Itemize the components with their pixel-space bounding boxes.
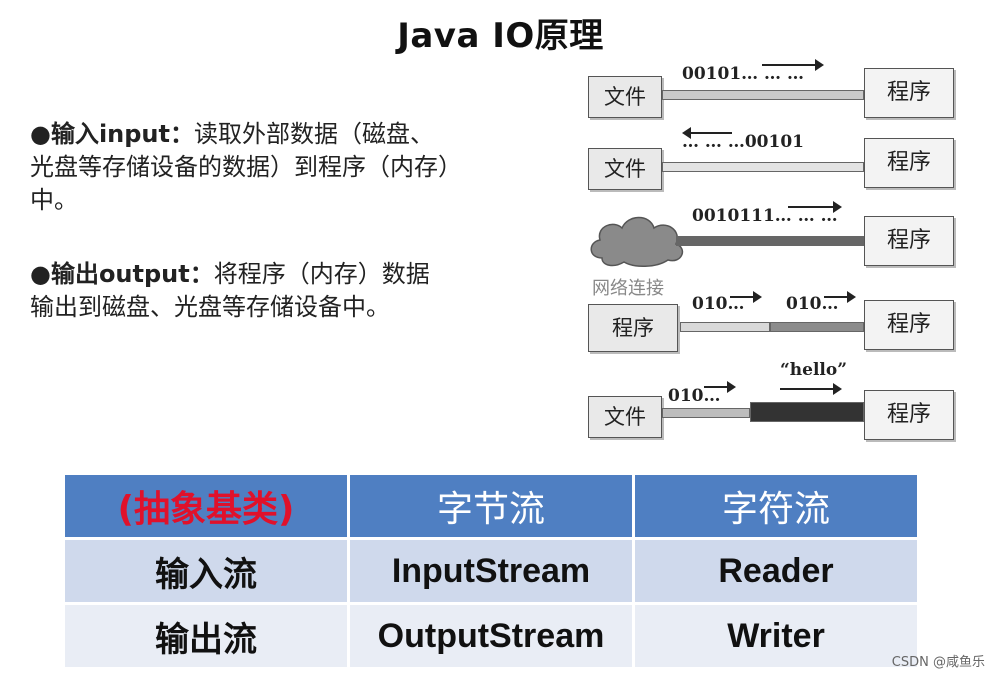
right-arrow-icon: [788, 201, 842, 213]
right-arrow-icon: [780, 383, 842, 395]
diagram-row-output: 文件 … … …00101 程序: [584, 127, 964, 202]
stream-pipe: [676, 236, 864, 246]
stream-pipe: [662, 408, 750, 418]
stream-pipe: [770, 322, 864, 332]
program-box: 程序: [864, 138, 954, 188]
table-header-cell: 字节流: [347, 472, 635, 540]
stream-pipe: [680, 322, 770, 332]
program-box: 程序: [864, 300, 954, 350]
right-arrow-icon: [730, 291, 762, 303]
network-label: 网络连接: [592, 278, 664, 299]
left-arrow-icon: [682, 127, 732, 139]
output-bullet: ●输出output：将程序（内存）数据输出到磁盘、光盘等存储设备中。: [30, 258, 450, 324]
bits-label: … … …00101: [682, 132, 804, 152]
stream-pipe: [662, 162, 864, 172]
input-bullet-head: ●输入input：: [30, 120, 194, 148]
table-cell: Reader: [632, 537, 920, 605]
diagram-row-program-to-program: 程序 010… 010… 程序: [584, 291, 964, 362]
bits-label: 010…: [786, 294, 839, 314]
table-header-row: (抽象基类) 字节流 字符流: [62, 472, 920, 540]
table-cell: 输入流: [62, 537, 350, 605]
bits-label: 010…: [692, 294, 745, 314]
file-box: 文件: [588, 76, 662, 118]
program-box: 程序: [588, 304, 678, 352]
right-arrow-icon: [704, 381, 736, 393]
table-cell: 输出流: [62, 602, 350, 670]
table-header-cell: 字符流: [632, 472, 920, 540]
bits-label: 010…: [668, 386, 721, 406]
output-bullet-head: ●输出output：: [30, 260, 214, 288]
page-title: Java IO原理: [397, 16, 604, 56]
file-box: 文件: [588, 396, 662, 438]
stream-pipe: [662, 90, 864, 100]
table-cell: Writer: [632, 602, 920, 670]
cloud-icon: [590, 216, 684, 267]
bits-label: 00101… … …: [682, 64, 804, 84]
right-arrow-icon: [824, 291, 856, 303]
file-box: 文件: [588, 148, 662, 190]
diagram-row-input: 文件 00101… … … 程序: [584, 59, 964, 132]
watermark: CSDN @咸鱼乐: [891, 655, 985, 670]
input-bullet: ●输入input：读取外部数据（磁盘、光盘等存储设备的数据）到程序（内存）中。: [30, 118, 450, 217]
table-row: 输入流 InputStream Reader: [62, 537, 920, 605]
table-row: 输出流 OutputStream Writer: [62, 602, 920, 670]
output-bullet-text: 将程序（内存）数据输出到磁盘、光盘等存储设备中。: [30, 260, 430, 321]
table-cell: InputStream: [347, 537, 635, 605]
program-box: 程序: [864, 216, 954, 266]
diagram-row-network: 0010111… … … 程序 网络连接: [584, 201, 964, 299]
program-box: 程序: [864, 390, 954, 440]
io-stream-table: (抽象基类) 字节流 字符流 输入流 InputStream Reader 输出…: [62, 472, 920, 670]
table-cell: OutputStream: [347, 602, 635, 670]
program-box: 程序: [864, 68, 954, 118]
diagram-row-hello: 文件 010… “hello” 程序: [584, 360, 964, 440]
stream-pipe: [750, 402, 864, 422]
hello-label: “hello”: [780, 360, 847, 380]
table-header-cell: (抽象基类): [62, 472, 350, 540]
io-diagram: 文件 00101… … … 程序 文件 … … …00101 程序 001011…: [584, 52, 964, 442]
input-bullet-text: 读取外部数据（磁盘、光盘等存储设备的数据）到程序（内存）中。: [30, 120, 450, 214]
right-arrow-icon: [762, 59, 824, 71]
bits-label: 0010111… … …: [692, 206, 838, 226]
